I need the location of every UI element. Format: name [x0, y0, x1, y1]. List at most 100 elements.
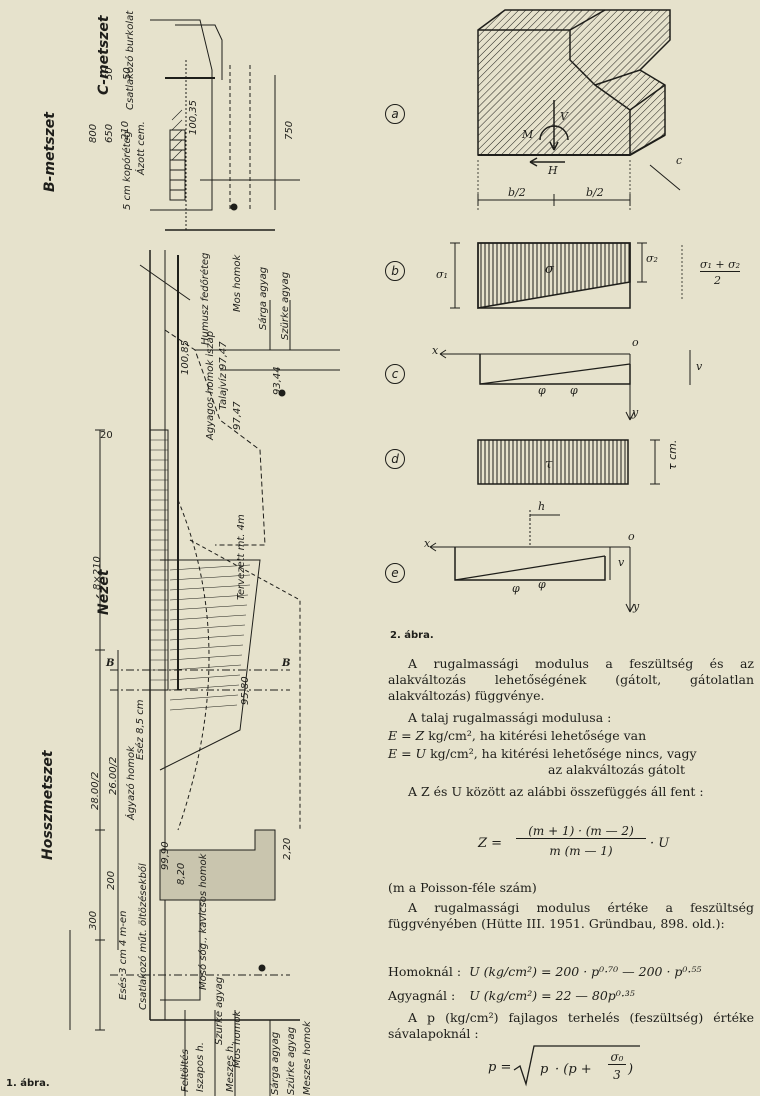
- paragraph-3: A Z és U között az alábbi összefüggés ál…: [408, 784, 704, 799]
- eq2-lhs: E = U: [388, 746, 427, 761]
- section-b-title: B-metszet: [42, 112, 58, 192]
- panel-label-b: b: [385, 261, 405, 281]
- label-6: Sárga agyag: [258, 266, 269, 330]
- eq1-rhs: kg/cm², ha kitérési lehetősége van: [428, 728, 647, 743]
- phi-e-2: φ: [538, 578, 546, 591]
- level-4: 95,80: [240, 676, 251, 705]
- p-formula-lhs: p =: [488, 1060, 512, 1075]
- paragraph-4: (m a Poisson-féle szám): [388, 880, 537, 895]
- label-21: Meszes h.: [225, 1042, 236, 1092]
- phi-c-2: φ: [570, 384, 578, 397]
- figure-1-caption: 1. ábra.: [6, 1078, 50, 1089]
- label-11: Csatlakozó műt. öltözésekből: [138, 863, 149, 1010]
- dim-750: 750: [284, 120, 295, 140]
- label-18: Talajvíz 97,47: [218, 341, 229, 410]
- level-3: 97,47: [232, 401, 243, 430]
- dim-h: h: [538, 500, 546, 513]
- sigma-avg-num: σ₁ + σ₂: [700, 258, 741, 272]
- label-17: Meszes homok: [302, 1021, 313, 1095]
- svg-text:20: 20: [100, 430, 113, 441]
- figure-2-drawing: σ τ: [429, 9, 691, 613]
- z-formula-tail: · U: [650, 836, 670, 851]
- axis-x-c: x: [432, 344, 439, 357]
- panel-label-e: e: [385, 563, 405, 583]
- paragraph-5: A rugalmassági modulus értéke a feszülts…: [388, 900, 754, 931]
- clay-label: Agyagnál :: [388, 988, 456, 1003]
- label-10: Esés 3 cm 4 m-en: [118, 910, 129, 1000]
- label-1: 5 cm kopóréteg: [122, 130, 133, 210]
- svg-text:σ: σ: [545, 262, 555, 277]
- label-16: Szürke agyag: [286, 1026, 297, 1095]
- symbol-H: H: [548, 164, 558, 177]
- dim-c: c: [676, 154, 683, 167]
- label-9: Tervezett mt. 4m: [236, 514, 247, 600]
- symbol-sigma1: σ₁: [436, 268, 448, 281]
- level-6: 8,20: [176, 862, 187, 885]
- clay-eq: U (kg/cm²) = 22 — 80p⁰·³⁵: [469, 988, 635, 1003]
- label-2: Ázott cem.: [136, 121, 147, 175]
- dim-half-left: b/2: [508, 186, 526, 199]
- label-12: Mosó sóg., kavicsos homok: [198, 853, 209, 990]
- equation-E-U: E = U kg/cm², ha kitérési lehetősége nin…: [388, 746, 754, 761]
- symbol-M: M: [522, 128, 534, 141]
- z-formula-den: m (m — 1): [549, 844, 613, 858]
- section-bc-outline: [150, 19, 213, 211]
- dim-800: 800: [88, 123, 99, 143]
- eq1-lhs: E = Z: [388, 728, 425, 743]
- phi-c-1: φ: [538, 384, 546, 397]
- clay-equation: Agyagnál : U (kg/cm²) = 22 — 80p⁰·³⁵: [388, 988, 635, 1003]
- section-mark-b-right: B: [282, 658, 291, 669]
- level-7: 2,20: [282, 837, 293, 860]
- p-close-paren: ): [628, 1062, 634, 1077]
- label-0: Csatlakozó burkolat: [125, 10, 136, 110]
- level-2: 99,90: [160, 841, 171, 870]
- dim-650: 650: [104, 123, 115, 143]
- label-4: Eséz 8,5 cm: [135, 699, 146, 760]
- symbol-sigma2: σ₂: [646, 252, 658, 265]
- p-radicand-a: p: [540, 1062, 549, 1077]
- foundation-block-a: [477, 9, 671, 156]
- label-13: Szürke agyag: [214, 976, 225, 1045]
- dim-2800: 28.00/2: [90, 771, 101, 810]
- long-section-title: Hosszmetszet: [40, 750, 56, 860]
- sand-equation: Homoknál : U (kg/cm²) = 200 · p⁰·⁷⁰ — 20…: [388, 964, 701, 979]
- dim-v-c: v: [696, 360, 703, 373]
- svg-text:τ: τ: [545, 457, 553, 472]
- label-15: Sárga agyag: [270, 1031, 281, 1095]
- section-c-title: C-metszet: [96, 15, 112, 95]
- panel-label-c: c: [385, 364, 405, 384]
- label-19: Feltöltés: [180, 1049, 191, 1092]
- dim-300: 300: [88, 910, 99, 930]
- paragraph-6: A p (kg/cm²) fajlagos terhelés (feszülts…: [388, 1010, 754, 1041]
- dim-8x210: 8×210: [92, 556, 103, 590]
- sand-eq: U (kg/cm²) = 200 · p⁰·⁷⁰ — 200 · p⁰·⁵⁵: [469, 964, 702, 979]
- equation-E-Z: E = Z kg/cm², ha kitérési lehetősége van: [388, 728, 754, 743]
- tau-cm: τ cm.: [666, 439, 679, 470]
- panel-label-d: d: [385, 449, 405, 469]
- level-0: 100,85: [180, 340, 191, 375]
- p-radicand-b: · (p +: [555, 1062, 592, 1077]
- phi-e-1: φ: [512, 582, 520, 595]
- dim-2600: 26.00/2: [108, 756, 119, 795]
- label-20: Iszapos h.: [195, 1042, 206, 1092]
- figure-1-drawing: 20: [69, 19, 340, 1096]
- label-22: Agyagos homok iszap: [205, 330, 216, 440]
- sand-label: Homoknál :: [388, 964, 462, 979]
- eq2-rhs: kg/cm², ha kitérési lehetősége nincs, va…: [430, 746, 697, 761]
- z-formula-num: (m + 1) · (m — 2): [516, 824, 646, 839]
- z-formula-lhs: Z =: [478, 836, 503, 851]
- level-1: 100,35: [188, 100, 199, 135]
- axis-y-c: y: [632, 406, 639, 419]
- section-mark-b: B: [106, 658, 115, 669]
- dim-50a: 50: [104, 67, 115, 80]
- symbol-V: V: [560, 110, 568, 123]
- dim-200: 200: [106, 870, 117, 890]
- radical-sign: [513, 1045, 640, 1087]
- paragraph-1: A rugalmassági modulus a feszültség és a…: [388, 656, 754, 703]
- sigma-avg-den: 2: [714, 274, 721, 287]
- paragraph-2: A talaj rugalmassági modulusa :: [408, 710, 612, 725]
- dim-v-e: v: [618, 556, 625, 569]
- stress-trapezoid-b: [477, 242, 631, 309]
- section-b-layers: [169, 129, 186, 201]
- shear-rect-d: [477, 439, 629, 485]
